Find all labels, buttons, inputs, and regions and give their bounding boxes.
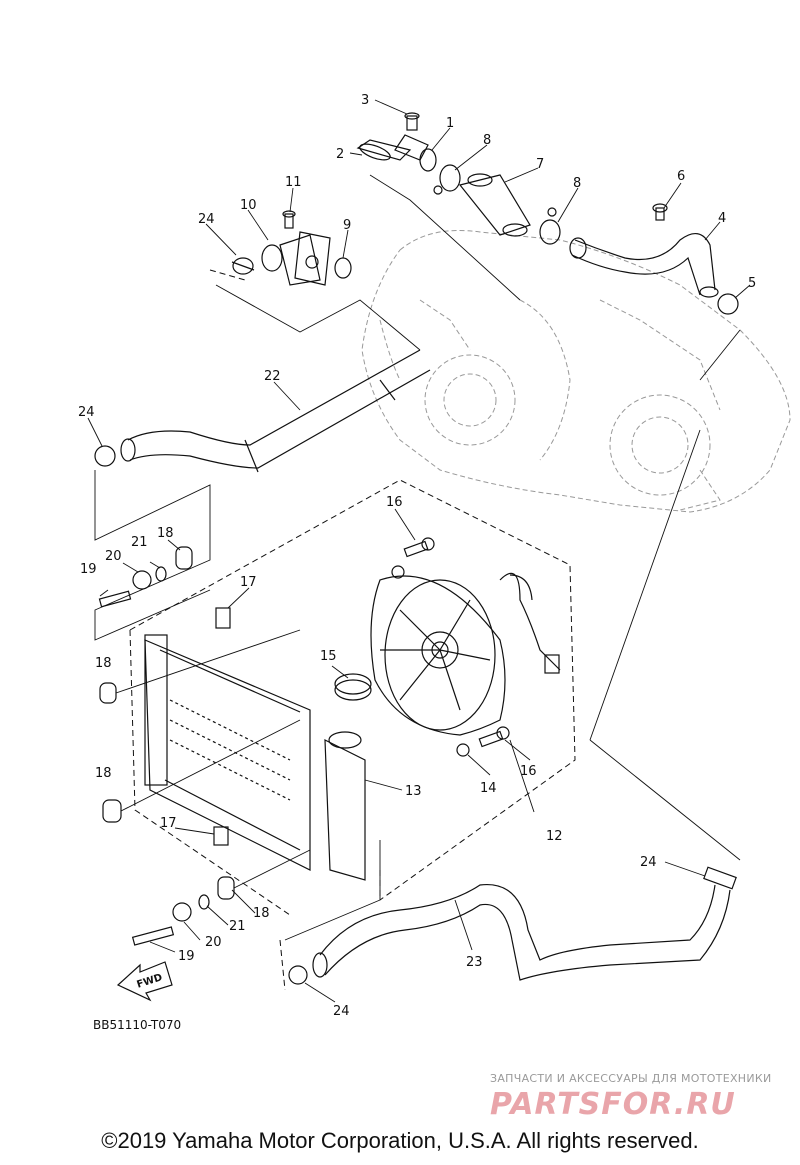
callout-11: 11 bbox=[285, 175, 302, 190]
callout-5: 5 bbox=[748, 276, 756, 291]
fan-assembly bbox=[370, 565, 561, 757]
callout-19b: 19 bbox=[178, 949, 195, 964]
hose-22 bbox=[94, 349, 431, 473]
watermark: ЗАПЧАСТИ И АКСЕССУАРЫ ДЛЯ МОТОТЕХНИКИ PA… bbox=[490, 1072, 772, 1122]
inlet-pipe-assembly bbox=[231, 210, 352, 286]
callout-6: 6 bbox=[677, 169, 685, 184]
fan-bolts bbox=[403, 537, 510, 748]
callout-18d: 18 bbox=[253, 906, 270, 921]
radiator bbox=[144, 634, 372, 881]
callout-8a: 8 bbox=[483, 133, 491, 148]
watermark-tagline: ЗАПЧАСТИ И АКСЕССУАРЫ ДЛЯ МОТОТЕХНИКИ bbox=[490, 1072, 772, 1085]
diagram-reference-code: BB51110-T070 bbox=[93, 1018, 181, 1032]
copyright-notice: ©2019 Yamaha Motor Corporation, U.S.A. A… bbox=[101, 1128, 699, 1153]
callout-16a: 16 bbox=[386, 495, 403, 510]
callout-10: 10 bbox=[240, 198, 257, 213]
callout-24c: 24 bbox=[640, 855, 657, 870]
callout-2: 2 bbox=[336, 147, 344, 162]
hose-23 bbox=[288, 866, 737, 985]
callout-16b: 16 bbox=[520, 764, 537, 779]
callout-20a: 20 bbox=[105, 549, 122, 564]
callout-14: 14 bbox=[480, 781, 497, 796]
callout-4: 4 bbox=[718, 211, 726, 226]
callout-15: 15 bbox=[320, 649, 337, 664]
callout-12: 12 bbox=[546, 829, 563, 844]
callout-24b: 24 bbox=[78, 405, 95, 420]
callout-20b: 20 bbox=[205, 935, 222, 950]
engine-outline bbox=[361, 229, 791, 513]
callout-17a: 17 bbox=[240, 575, 257, 590]
callout-19a: 19 bbox=[80, 562, 97, 577]
fwd-label: FWD bbox=[136, 972, 164, 991]
callout-24d: 24 bbox=[333, 1004, 350, 1019]
callout-18c: 18 bbox=[95, 766, 112, 781]
callout-8b: 8 bbox=[573, 176, 581, 191]
callout-21b: 21 bbox=[229, 919, 246, 934]
callout-pointers bbox=[87, 99, 751, 1003]
callout-23: 23 bbox=[466, 955, 483, 970]
group-boundaries bbox=[129, 269, 576, 991]
callout-labels: 1 2 3 4 5 6 7 8 8 9 10 11 12 13 14 15 16… bbox=[78, 93, 756, 1032]
callout-9: 9 bbox=[343, 218, 351, 233]
callout-22: 22 bbox=[264, 369, 281, 384]
outlet-hose-assembly bbox=[569, 203, 739, 315]
callout-17b: 17 bbox=[160, 816, 177, 831]
grommets bbox=[98, 546, 235, 946]
callout-18a: 18 bbox=[157, 526, 174, 541]
watermark-brand: PARTSFOR.RU bbox=[490, 1087, 736, 1122]
thermostat-cover-assembly bbox=[356, 112, 561, 245]
leader-lines bbox=[94, 174, 741, 941]
callout-1: 1 bbox=[446, 116, 454, 131]
callout-21a: 21 bbox=[131, 535, 148, 550]
callout-13: 13 bbox=[405, 784, 422, 799]
callout-18b: 18 bbox=[95, 656, 112, 671]
callout-24a: 24 bbox=[198, 212, 215, 227]
callout-7: 7 bbox=[536, 157, 544, 172]
fwd-arrow-icon bbox=[116, 961, 173, 1002]
callout-3: 3 bbox=[361, 93, 369, 108]
